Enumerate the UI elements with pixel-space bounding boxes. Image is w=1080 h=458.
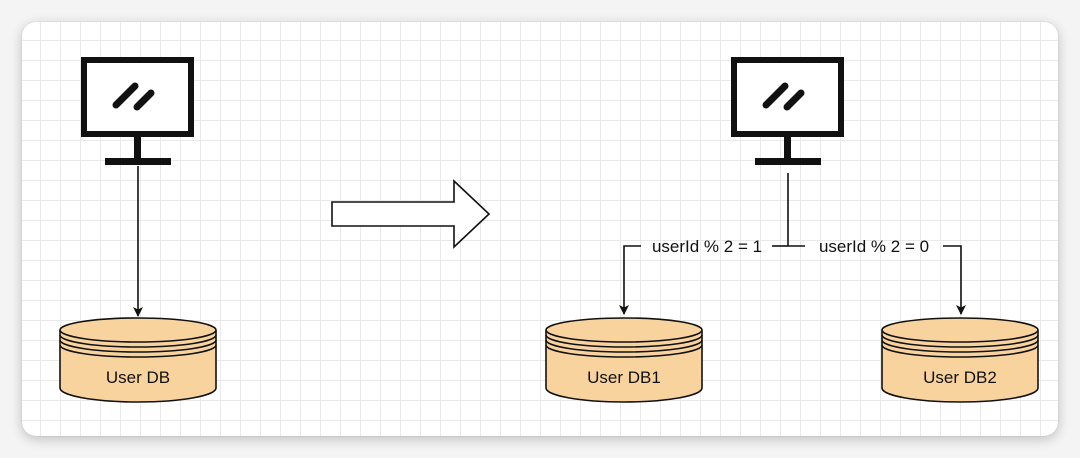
database-cylinder-db1: User DB1 bbox=[545, 317, 703, 403]
right-monitor-icon bbox=[731, 57, 844, 165]
database-cylinder-db2: User DB2 bbox=[881, 317, 1039, 403]
routing-connectors bbox=[619, 173, 966, 315]
left-monitor-icon bbox=[81, 57, 194, 165]
database-label-db2: User DB2 bbox=[923, 368, 997, 387]
database-label-db1: User DB1 bbox=[587, 368, 661, 387]
right-block-arrow-icon bbox=[331, 179, 491, 249]
left-database-cylinder: User DB bbox=[59, 317, 217, 403]
route-label-db1: userId % 2 = 1 bbox=[652, 237, 762, 256]
route-label-db2: userId % 2 = 0 bbox=[819, 237, 929, 256]
left-database-label: User DB bbox=[106, 368, 170, 387]
